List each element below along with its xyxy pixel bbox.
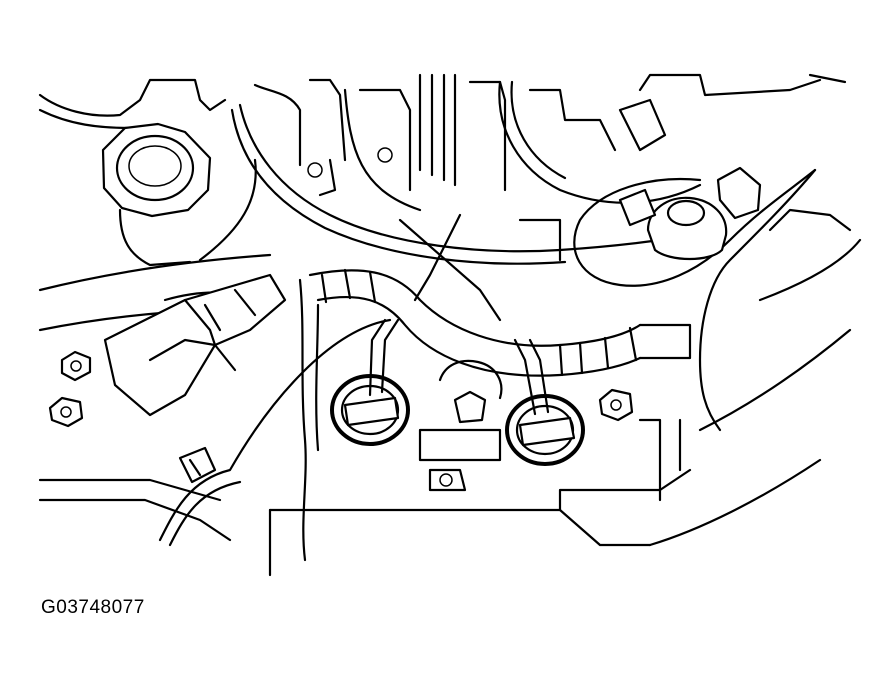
wiring-connector [103, 273, 287, 417]
wire-harness [158, 73, 817, 562]
filler-cap [101, 122, 212, 267]
intake-details [307, 147, 562, 492]
wire-clip [178, 446, 217, 484]
plug-boots [330, 318, 585, 466]
left-bolts [48, 350, 92, 428]
main-hose [308, 268, 692, 377]
sensor-unit [618, 166, 762, 260]
right-bracket [598, 98, 682, 502]
engine-outline [38, 73, 862, 577]
figure-id-label: G03748077 [41, 597, 145, 618]
